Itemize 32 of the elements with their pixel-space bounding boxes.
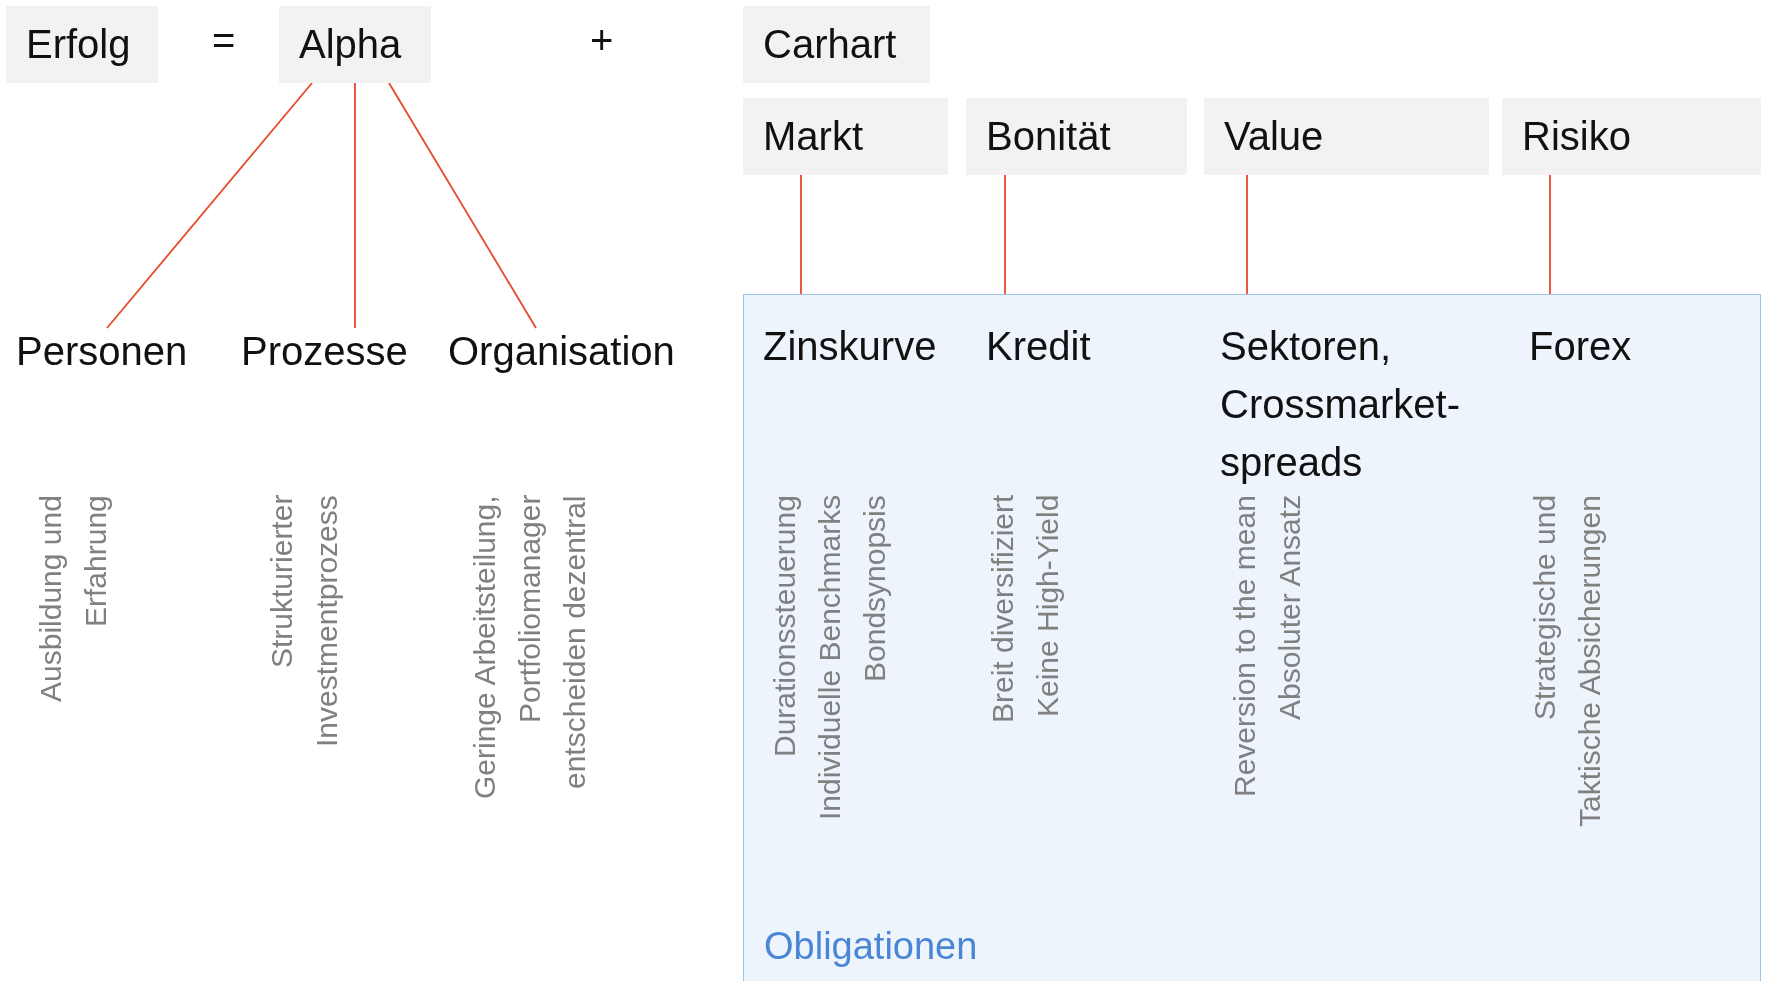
term-box: Bonität: [966, 98, 1187, 175]
description-text: Ausbildung und Erfahrung: [33, 495, 113, 704]
description-text: Durationssteuerung: [767, 495, 802, 759]
group-title: Obligationen: [764, 925, 978, 968]
description-text: Breit diversifiziert: [985, 495, 1020, 726]
category-label: Kredit: [986, 317, 1166, 375]
term-box: Alpha: [279, 6, 431, 83]
category-label: Zinskurve: [763, 317, 953, 375]
description-text: Reversion to the mean: [1227, 495, 1262, 799]
term-box: Carhart: [743, 6, 930, 83]
category-label: Forex: [1529, 317, 1719, 375]
description-text: Absoluter Ansatz: [1272, 495, 1307, 723]
group-panel: [743, 294, 1761, 981]
description-text: Individuelle Benchmarks: [812, 495, 847, 823]
description-text: Strukturierter Investmentprozess: [264, 495, 344, 749]
category-label: Prozesse: [241, 322, 421, 380]
category-label: Sektoren, Crossmarket-spreads: [1220, 317, 1480, 491]
connector-line: [388, 82, 537, 329]
operator-sign: +: [590, 18, 614, 63]
description-text: Strategische und Taktische Absicherungen: [1527, 495, 1607, 829]
description-text: Bondsynopsis: [857, 495, 892, 684]
term-box: Markt: [743, 98, 948, 175]
term-box: Value: [1204, 98, 1489, 175]
connector-line: [354, 82, 356, 329]
category-label: Organisation: [448, 322, 708, 380]
operator-sign: =: [212, 18, 236, 63]
connector-line: [106, 82, 313, 329]
term-box: Risiko: [1502, 98, 1761, 175]
category-label: Personen: [16, 322, 206, 380]
description-text: Keine High-Yield: [1030, 495, 1065, 720]
term-box: Erfolg: [6, 6, 158, 83]
description-text: Geringe Arbeitsteilung, Portfoliomanager entscheiden dezentral: [467, 495, 592, 801]
